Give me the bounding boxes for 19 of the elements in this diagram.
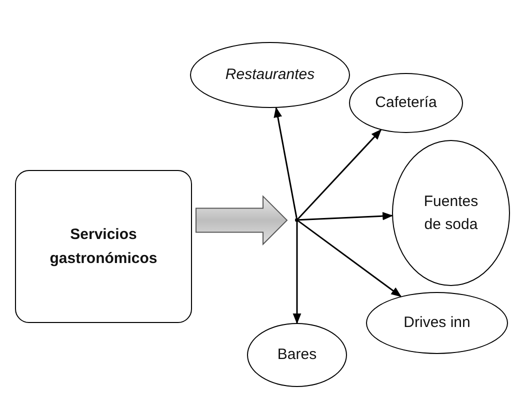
junction-point	[295, 218, 299, 222]
category-ellipse	[190, 42, 350, 108]
ellipse-label: Fuentes de soda	[422, 192, 480, 235]
ellipse-label: Drives inn	[404, 313, 470, 334]
arrow	[298, 212, 394, 221]
ellipse-label: Cafetería	[375, 93, 437, 114]
category-ellipse	[392, 140, 510, 286]
category-ellipse	[247, 323, 347, 387]
arrow	[298, 220, 402, 297]
category-ellipse	[349, 73, 463, 133]
arrow	[298, 129, 382, 220]
box-label: Servicios gastronómicos	[48, 225, 158, 268]
arrow	[274, 106, 298, 218]
ellipse-label: Bares	[277, 345, 317, 366]
ellipse-label: Restaurantes	[225, 65, 315, 86]
category-ellipse	[366, 292, 508, 354]
arrow	[292, 222, 302, 324]
block-arrow	[196, 195, 288, 246]
process-box	[15, 170, 192, 323]
